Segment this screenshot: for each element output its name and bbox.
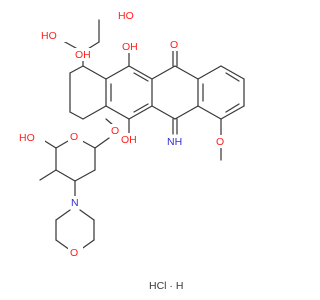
atom-label-oh-c6: OH xyxy=(121,134,137,146)
atom-label-imine-nh: NH xyxy=(167,136,182,148)
atom-label-ketone-o: O xyxy=(170,39,178,51)
atom-label-morpholine-o: O xyxy=(70,247,78,259)
atom-label-sugar-oh: HO xyxy=(19,132,35,144)
atom-label-oh-c9: OH xyxy=(75,49,91,61)
chemical-structure-diagram: HO HO OH OH O O OH NH O O HO N O HCl · H xyxy=(18,9,245,292)
atom-label-sugar-ring-o: O xyxy=(70,131,78,143)
atom-label-oh-sidechain: HO xyxy=(41,30,57,42)
atom-label-morpholine-n: N xyxy=(71,197,79,209)
atom-labels: HO HO OH OH O O OH NH O O HO N O xyxy=(18,9,229,259)
atom-label-methoxy-o: O xyxy=(216,136,224,148)
atom-label-glycoside-o: O xyxy=(111,125,119,137)
atom-label-oh-c11: OH xyxy=(122,41,138,53)
atom-label-ho-top: HO xyxy=(118,10,134,22)
salt-label: HCl · H xyxy=(149,280,183,292)
bond-lines xyxy=(39,19,245,251)
